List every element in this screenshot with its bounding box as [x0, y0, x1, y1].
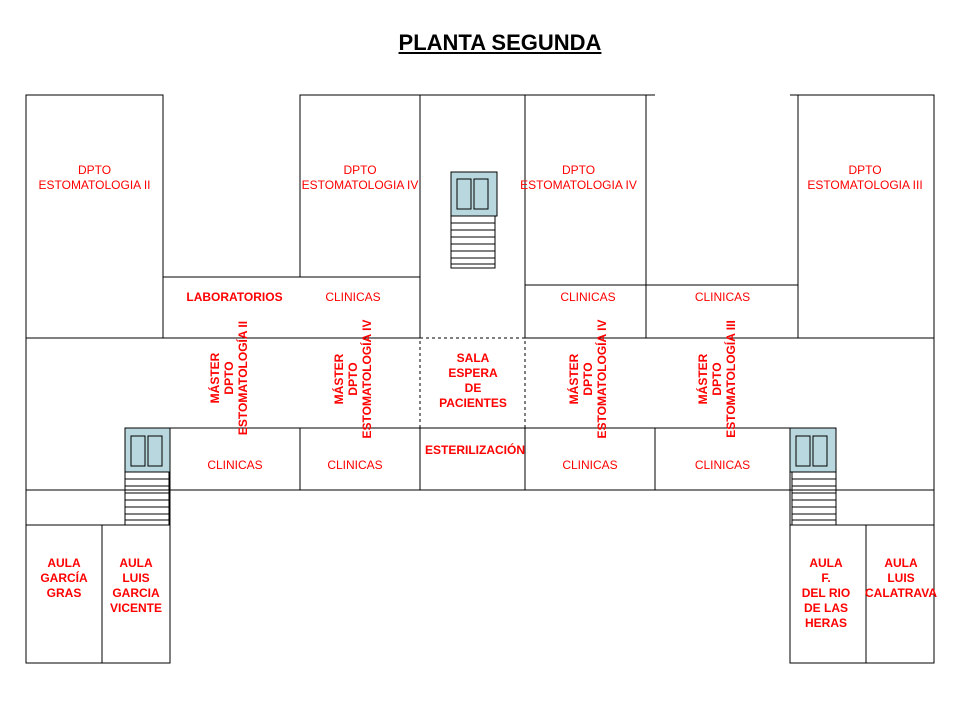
label-master-estomatologia-iv-right: MÁSTER DPTO ESTOMATOLOGÍA IV — [567, 319, 609, 439]
label-laboratorios: LABORATORIOS — [186, 290, 283, 304]
label-aula-del-rio: AULA F. DEL RIO DE LAS HERAS — [801, 556, 851, 630]
elevator-icon-center — [450, 171, 498, 217]
label-clinicas-upper-1: CLINICAS — [325, 290, 381, 304]
elevator-icon-right — [789, 427, 837, 473]
stairs-icon-center — [450, 215, 496, 269]
label-master-estomatologia-ii: MÁSTER DPTO ESTOMATOLOGÍA II — [208, 320, 250, 436]
label-clinicas-lower-2: CLINICAS — [327, 458, 383, 472]
label-clinicas-lower-3: CLINICAS — [562, 458, 618, 472]
label-dpto-estomatologia-iv-left: DPTO ESTOMATOLOGIA IV — [301, 163, 419, 192]
stairs-icon-right — [791, 471, 837, 526]
label-aula-luis-garcia-vicente: AULA LUIS GARCIA VICENTE — [109, 556, 162, 615]
label-clinicas-upper-3: CLINICAS — [694, 290, 751, 304]
room-sala-espera — [419, 337, 526, 429]
stairs-icon-left — [124, 471, 170, 526]
label-dpto-estomatologia-iii: DPTO ESTOMATOLOGIA III — [807, 163, 923, 192]
label-sala-espera: SALA ESPERA DE PACIENTES — [439, 351, 507, 410]
label-clinicas-lower-1: CLINICAS — [207, 458, 263, 472]
label-esterilizacion: ESTERILIZACIÓN — [424, 443, 525, 457]
label-dpto-estomatologia-ii: DPTO ESTOMATOLOGIA II — [38, 163, 151, 192]
label-master-estomatologia-iv-left: MÁSTER DPTO ESTOMATOLOGÍA IV — [332, 319, 374, 439]
page-title: PLANTA SEGUNDA — [398, 30, 602, 55]
room-dpto-estomatologia-iii — [797, 94, 935, 339]
label-master-estomatologia-iii: MÁSTER DPTO ESTOMATOLOGÍA III — [696, 320, 738, 438]
room-aula-calatrava — [865, 524, 935, 664]
label-dpto-estomatologia-iv-right: DPTO ESTOMATOLOGIA IV — [520, 163, 637, 192]
label-aula-calatrava: AULA LUIS CALATRAVA — [865, 556, 937, 600]
label-clinicas-lower-4: CLINICAS — [694, 458, 751, 472]
room-dpto-estomatologia-ii — [25, 94, 164, 339]
label-clinicas-upper-2: CLINICAS — [560, 290, 616, 304]
elevator-icon-left — [124, 427, 171, 473]
label-aula-garcia-gras: AULA GARCÍA GRAS — [40, 556, 88, 600]
